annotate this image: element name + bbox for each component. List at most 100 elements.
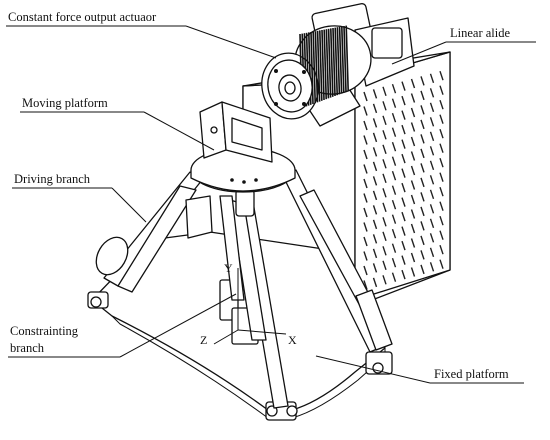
vent-slot (429, 146, 435, 156)
vent-slot (410, 107, 416, 118)
vent-slot (391, 185, 397, 195)
label-constant-force-actuator: Constant force output actuaor (8, 10, 157, 24)
vent-slot (372, 89, 378, 99)
vent-slot (372, 176, 378, 186)
vent-slot (439, 114, 444, 124)
vent-slot (429, 189, 435, 200)
vent-slot (429, 102, 435, 113)
vent-slot (439, 259, 444, 269)
vent-slot (382, 188, 387, 198)
vent-slot (382, 101, 387, 111)
vent-slot (420, 119, 425, 130)
vent-slot (439, 99, 444, 110)
vent-slot (410, 223, 416, 234)
coordinate-axes: Y Z X (200, 261, 297, 347)
label-constraining-branch-line1: Constrainting (10, 324, 79, 338)
vent-slot (401, 110, 406, 120)
vent-slot (439, 230, 444, 240)
label-driving-branch: Driving branch (14, 172, 91, 186)
vent-slot (363, 207, 368, 218)
vent-slot (401, 153, 406, 164)
vent-slot (410, 267, 416, 277)
coil-winding (314, 31, 319, 103)
vent-slot (420, 264, 425, 275)
vent-slot (410, 78, 416, 89)
vent-slot (420, 134, 425, 144)
vent-slot (363, 178, 368, 189)
vent-slot (363, 135, 368, 145)
vent-slot (382, 275, 387, 285)
vent-slot (429, 73, 435, 84)
coil-winding (327, 28, 332, 98)
vent-slot (401, 168, 406, 178)
vent-slot (401, 139, 406, 149)
vent-slot (391, 228, 397, 239)
vent-slot (439, 201, 444, 211)
driving-branch-right (283, 169, 393, 353)
vent-slot (410, 93, 416, 103)
vent-slot (363, 280, 368, 290)
vent-slot (363, 120, 368, 131)
vent-slot (439, 186, 444, 197)
vent-slot (401, 240, 406, 251)
vent-slot (372, 234, 378, 244)
vent-slot (363, 222, 368, 232)
driving-branch-front (229, 189, 289, 409)
cabinet-vent-slots (363, 70, 444, 290)
z-axis-label: Z (200, 333, 207, 347)
vent-slot (391, 98, 397, 108)
vent-slot (391, 199, 397, 210)
vent-slot (401, 95, 406, 106)
vent-slot (410, 209, 416, 219)
vent-slot (382, 159, 387, 169)
x-axis-label: X (288, 333, 297, 347)
vent-slot (363, 251, 368, 261)
coil-winding (310, 31, 314, 105)
vent-slot (401, 269, 406, 280)
vent-slot (363, 91, 368, 102)
vent-slot (382, 86, 387, 97)
vent-slot (401, 182, 406, 193)
vent-slot (429, 88, 435, 98)
vent-slot (363, 106, 368, 116)
vent-slot (420, 90, 425, 101)
constant-force-actuator (261, 3, 415, 127)
vent-slot (410, 252, 416, 263)
vent-slot (420, 250, 425, 260)
vent-slot (429, 204, 435, 214)
vent-slot (391, 141, 397, 152)
vent-slot (382, 130, 387, 140)
vent-slot (401, 211, 406, 222)
vent-slot (410, 136, 416, 147)
label-moving-platform: Moving platform (22, 96, 108, 110)
coil-winding (321, 29, 325, 101)
vent-slot (401, 197, 406, 207)
vent-slot (391, 127, 397, 137)
x-axis-line (237, 329, 287, 335)
vent-slot (363, 236, 368, 247)
vent-slot (429, 175, 435, 185)
vent-slot (382, 173, 387, 184)
label-fixed-platform: Fixed platform (434, 367, 509, 381)
vent-slot (429, 131, 435, 142)
vent-slot (420, 163, 425, 173)
y-axis-label: Y (224, 261, 233, 275)
coil-winding (319, 30, 323, 101)
vent-slot (363, 149, 368, 160)
vent-slot (372, 118, 378, 128)
vent-slot (410, 165, 416, 176)
vent-slot (363, 164, 368, 174)
vent-slot (420, 105, 425, 115)
moving-platform (190, 101, 296, 193)
vent-slot (420, 206, 425, 217)
vent-slot (382, 202, 387, 213)
vent-slot (420, 148, 425, 159)
vent-slot (372, 190, 378, 201)
vent-slot (391, 83, 397, 94)
vent-slot (420, 221, 425, 231)
vent-slot (439, 157, 444, 168)
vent-slot (382, 217, 387, 227)
vent-slot (439, 70, 444, 81)
vent-slot (372, 103, 378, 114)
